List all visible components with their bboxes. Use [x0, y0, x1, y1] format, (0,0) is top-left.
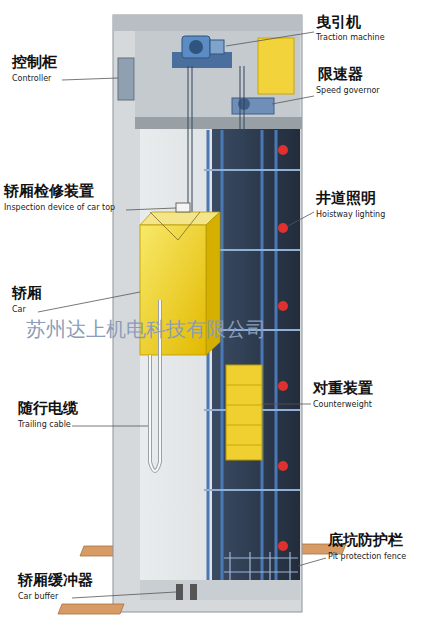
part-name-en: Car buffer: [18, 592, 58, 601]
hoistway-lights: [278, 145, 288, 551]
part-name: 限速器: [318, 66, 363, 83]
hoistway: [140, 129, 300, 600]
pit-fence: [224, 552, 298, 580]
part-name: 井道照明: [316, 190, 376, 207]
part-name: 控制柜: [12, 54, 57, 71]
wood-plank: [58, 604, 124, 614]
part-name-en: Controller: [12, 74, 51, 83]
traction-machine: [172, 36, 232, 68]
car-buffer: [176, 584, 197, 600]
machine-room: [135, 31, 300, 119]
machine-room-floor: [135, 117, 302, 129]
part-name: 底坑防护栏: [328, 532, 403, 549]
leader-lines: [38, 32, 326, 598]
part-name-en: Hoistway lighting: [316, 210, 385, 219]
counterweight: [226, 365, 262, 460]
part-name-en: Car: [12, 305, 26, 314]
building-wall: [113, 15, 302, 612]
part-name: 轿厢检修装置: [4, 183, 94, 200]
watermark: 苏州达上机电科技有限公司: [26, 318, 266, 341]
part-name-en: Traction machine: [316, 33, 385, 42]
part-name: 曳引机: [316, 14, 361, 31]
part-name-en: Pit protection fence: [328, 552, 406, 561]
hoistway-back-wall: [212, 129, 300, 600]
controller-cabinet: [118, 58, 134, 100]
guide-rails: [208, 130, 276, 600]
part-name-en: Trailing cable: [18, 420, 71, 429]
part-name-en: Speed governor: [316, 86, 380, 95]
part-name: 随行电缆: [18, 400, 78, 417]
speed-governor: [232, 98, 274, 114]
part-name: 轿厢: [12, 285, 42, 302]
pit-floor: [140, 580, 300, 600]
governor-panel: [258, 38, 294, 94]
part-name-en: Counterweight: [313, 400, 372, 409]
part-name-en: Inspection device of car top: [4, 203, 115, 212]
part-name: 对重装置: [313, 380, 373, 397]
part-name: 轿厢缓冲器: [18, 572, 93, 589]
roof-band: [113, 15, 302, 31]
